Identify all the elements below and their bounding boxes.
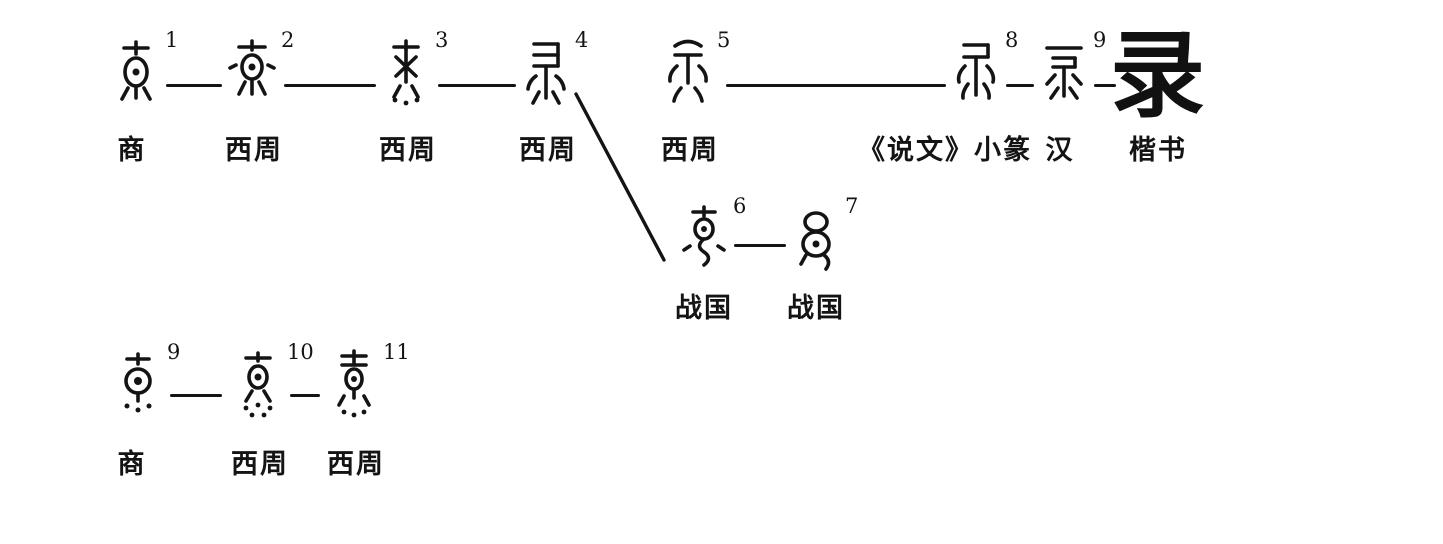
glyph-number: 10 bbox=[287, 340, 314, 364]
glyph-number: 9 bbox=[167, 340, 181, 364]
period-label: 商 bbox=[117, 135, 147, 166]
glyph-number: 6 bbox=[733, 194, 747, 218]
period-label: 西周 bbox=[379, 135, 437, 166]
bronze-glyph-icon bbox=[243, 351, 273, 418]
period-label: 楷书 bbox=[1129, 135, 1187, 166]
glyph-node-7: 7 bbox=[790, 194, 858, 290]
connector-line bbox=[726, 84, 946, 87]
connector-line bbox=[438, 84, 516, 87]
connector-line bbox=[734, 244, 786, 247]
modern-character: 录 bbox=[1110, 20, 1206, 131]
bronze-glyph-icon bbox=[392, 39, 420, 106]
seal-script-glyph-icon bbox=[956, 43, 996, 100]
glyph-node-1: 1 bbox=[110, 28, 178, 124]
warring-states-glyph-icon bbox=[682, 205, 726, 267]
warring-states-glyph-icon bbox=[799, 211, 831, 271]
glyph-node-5: 5 bbox=[662, 28, 730, 124]
glyph-number: 8 bbox=[1005, 28, 1019, 52]
glyph-number: 1 bbox=[165, 28, 179, 52]
glyph-number: 9 bbox=[1093, 28, 1107, 52]
period-label: 西周 bbox=[225, 135, 283, 166]
period-label: 西周 bbox=[661, 135, 719, 166]
glyph-node-6: 6 bbox=[678, 194, 746, 290]
bronze-glyph-icon bbox=[337, 349, 371, 418]
oracle-bone-glyph-icon bbox=[120, 40, 152, 101]
glyph-number: 11 bbox=[383, 340, 410, 364]
period-label: 战国 bbox=[787, 293, 845, 324]
period-label: 西周 bbox=[327, 449, 385, 480]
bronze-glyph-icon bbox=[526, 42, 566, 105]
connector-line bbox=[170, 394, 222, 397]
connector-line bbox=[284, 84, 376, 87]
period-label: 《说文》小篆 bbox=[858, 135, 1032, 166]
glyph-node-4: 4 bbox=[520, 28, 588, 124]
glyph-node-b3: 11 bbox=[328, 340, 410, 436]
glyph-node-3: 3 bbox=[380, 28, 448, 124]
glyph-number: 4 bbox=[575, 28, 589, 52]
glyph-number: 2 bbox=[281, 28, 295, 52]
connector-line bbox=[290, 394, 320, 397]
clerical-script-glyph-icon bbox=[1045, 46, 1083, 100]
period-label: 西周 bbox=[231, 449, 289, 480]
glyph-node-b1: 9 bbox=[112, 340, 180, 436]
connector-line bbox=[1094, 84, 1116, 87]
period-label: 汉 bbox=[1045, 135, 1075, 166]
glyph-node-8: 8 bbox=[950, 28, 1018, 124]
connector-line bbox=[166, 84, 222, 87]
glyph-number: 3 bbox=[435, 28, 449, 52]
glyph-node-9: 9 bbox=[1038, 28, 1106, 124]
oracle-bone-glyph-icon bbox=[124, 352, 152, 413]
glyph-node-b2: 10 bbox=[232, 340, 314, 436]
glyph-number: 7 bbox=[845, 194, 859, 218]
connector-line bbox=[1006, 84, 1034, 87]
period-label: 商 bbox=[117, 449, 147, 480]
period-label: 战国 bbox=[675, 293, 733, 324]
glyph-node-2: 2 bbox=[226, 28, 294, 124]
bronze-glyph-icon bbox=[228, 39, 276, 96]
period-label: 西周 bbox=[519, 135, 577, 166]
glyph-number: 5 bbox=[717, 28, 731, 52]
branch-connector-line bbox=[574, 92, 666, 262]
bronze-glyph-icon bbox=[668, 39, 708, 103]
